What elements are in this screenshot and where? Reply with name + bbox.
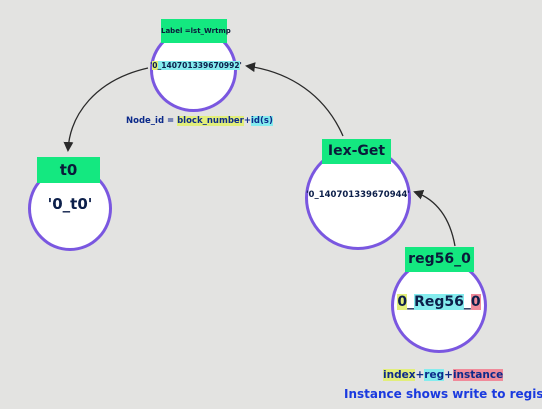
node-reg56-label: reg56_0 [405,247,474,272]
edge-reg-to-iex [413,190,456,247]
node-iex-get-value: '0_140701339670944' [305,190,411,200]
caption: Instance shows write to register [344,387,542,401]
node-lst-wrtmp-value: '0_140701339670992' [150,61,242,70]
node-t0-label: t0 [37,157,100,183]
edge-top-to-t0 [63,67,149,152]
node-id-formula: Node_id = block_number+id(s) [126,116,273,126]
node-iex-get-label: Iex-Get [322,139,391,164]
node-t0-value: '0_t0' [47,195,93,213]
node-reg56-value: 0_Reg56_0 [397,294,481,310]
register-formula: index+reg+instance [383,369,504,381]
node-lst-wrtmp-label: Label =lst_Wrtmp [161,19,231,43]
edge-iex-to-top [245,62,344,137]
